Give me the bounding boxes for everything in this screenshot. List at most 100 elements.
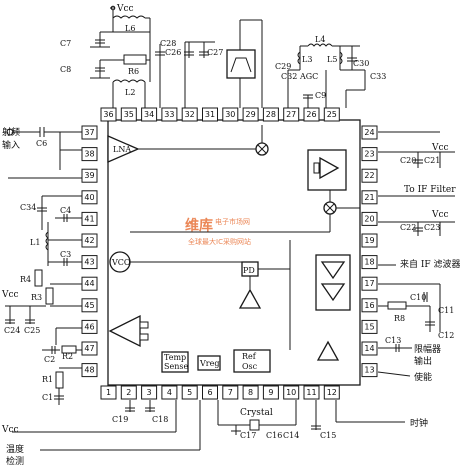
enable-label: 使能 (414, 371, 432, 383)
R2-resistor (61, 345, 77, 354)
R3-resistor (45, 287, 54, 305)
pin-box-35 (120, 107, 137, 122)
clock-label: 时钟 (410, 417, 428, 429)
C29-label: C29 (275, 62, 291, 71)
pin-box-40 (81, 190, 98, 205)
pin-box-4 (161, 385, 178, 400)
watermark-tagline: 全球最大IC采购网站 (188, 237, 251, 246)
crystal-symbol (249, 419, 260, 431)
pin-box-48 (81, 363, 98, 378)
pin-box-19 (361, 233, 378, 248)
temp-detect-label-2: 检测 (6, 455, 24, 466)
pin-box-6 (202, 385, 218, 400)
pin-number-17: 17 (364, 279, 374, 288)
pin-box-14 (361, 341, 378, 356)
pin-number-47: 47 (84, 344, 94, 353)
L6-label: L6 (125, 24, 135, 33)
pin-box-22 (361, 168, 378, 183)
C32-label: C32 (281, 72, 297, 81)
pin-number-33: 33 (164, 110, 174, 119)
crystal-label: Crystal (240, 408, 273, 418)
pin-box-5 (181, 385, 198, 400)
pin-box-30 (222, 107, 239, 122)
pin-number-11: 11 (306, 388, 316, 397)
agc-label: AGC (299, 72, 318, 81)
C3-label: C3 (60, 250, 71, 259)
C8-label: C8 (60, 65, 71, 74)
C24-label: C24 (4, 326, 20, 335)
temp-detect-label-1: 温度 (6, 443, 24, 455)
pin-number-21: 21 (364, 193, 374, 202)
L2-label: L2 (125, 88, 135, 97)
pin-number-26: 26 (306, 110, 316, 119)
limiter-out-label-1: 限幅器 (414, 343, 441, 355)
C25-label: C25 (24, 326, 40, 335)
pin-number-7: 7 (228, 388, 233, 397)
pin-box-45 (81, 298, 98, 313)
R4-resistor (34, 269, 43, 287)
rf-input-label-1: 射频 (2, 126, 20, 138)
L5-label: L5 (327, 55, 337, 64)
C7-label: C7 (60, 39, 71, 48)
pin-box-41 (81, 211, 98, 226)
pin-box-10 (283, 385, 300, 400)
pin-number-27: 27 (286, 110, 296, 119)
pin-box-38 (81, 147, 98, 162)
pin-number-16: 16 (364, 301, 374, 310)
pin-number-2: 2 (126, 388, 131, 397)
pin-box-39 (81, 168, 98, 183)
pin-box-13 (361, 363, 378, 378)
vcc-right2-label: Vcc (431, 210, 449, 220)
pin-number-44: 44 (84, 279, 94, 288)
pin-number-37: 37 (84, 128, 94, 137)
C20-label: C20 (400, 156, 416, 165)
pin-number-6: 6 (207, 388, 212, 397)
C15-label: C15 (320, 431, 336, 440)
ref-osc-label-1: Ref (242, 352, 257, 361)
pin-box-17 (361, 276, 378, 291)
C12-label: C12 (438, 331, 454, 340)
pin-number-10: 10 (286, 388, 296, 397)
vcc-right1-label: Vcc (431, 143, 449, 153)
C18-label: C18 (152, 415, 168, 424)
pin-number-45: 45 (84, 301, 94, 310)
C28-label: C28 (160, 39, 176, 48)
pin-box-34 (141, 107, 158, 122)
pin-box-25 (323, 107, 340, 122)
pin-number-40: 40 (84, 193, 94, 202)
pin-box-9 (262, 385, 279, 400)
R1-resistor (55, 371, 64, 389)
C23-label: C23 (424, 223, 440, 232)
vreg-block (197, 355, 221, 371)
pin-number-5: 5 (187, 388, 192, 397)
temp-sense-block (161, 351, 189, 373)
L3-label: L3 (302, 55, 312, 64)
pin-number-31: 31 (205, 110, 215, 119)
pin-box-28 (262, 107, 279, 122)
pin-number-18: 18 (364, 258, 374, 267)
C30-label: C30 (353, 59, 369, 68)
C19-label: C19 (112, 415, 128, 424)
ref-osc-block (233, 349, 271, 373)
to-if-filter-label: To IF Filter (404, 185, 456, 195)
pin-number-35: 35 (124, 110, 134, 119)
C33-label: C33 (370, 72, 386, 81)
pin-box-8 (242, 385, 259, 400)
L4-label: L4 (315, 35, 325, 44)
pin-box-20 (361, 211, 378, 226)
pin-box-11 (303, 385, 320, 400)
pin-box-26 (303, 107, 320, 122)
limiter-amp-1 (320, 261, 346, 280)
C16-label: C16 (266, 431, 282, 440)
C13-label: C13 (385, 336, 401, 345)
R8-resistor (387, 301, 407, 310)
pin-number-34: 34 (144, 110, 154, 119)
pin-box-15 (361, 319, 378, 334)
pin-box-33 (161, 107, 178, 122)
vreg-label: Vreg (199, 359, 219, 368)
temp-sense-resistor-2 (139, 333, 149, 341)
